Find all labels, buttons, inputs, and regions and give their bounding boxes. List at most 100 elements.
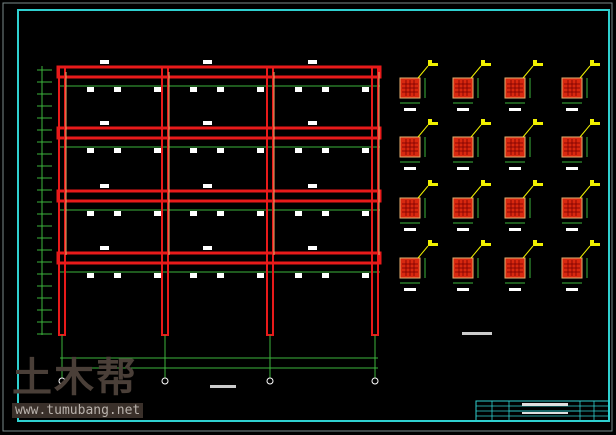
rebar-label: [114, 273, 121, 278]
leader-line: [579, 185, 591, 199]
section-label: [509, 108, 521, 111]
axis-bubble: [266, 377, 274, 385]
leader-line: [579, 65, 591, 79]
rebar-label: [87, 148, 94, 153]
leader-label: [590, 60, 600, 66]
section-label: [509, 228, 521, 231]
leader-line: [470, 185, 482, 199]
leader-line: [522, 124, 534, 138]
rebar-label: [322, 148, 329, 153]
beam: [56, 251, 382, 265]
rebar-label: [295, 211, 302, 216]
rebar-label: [295, 273, 302, 278]
section-label: [404, 228, 416, 231]
rebar-label: [362, 87, 369, 92]
beam-label: [203, 60, 212, 64]
leader-label: [428, 60, 438, 66]
inner-border: [17, 9, 610, 422]
rebar-label: [295, 87, 302, 92]
section-label: [404, 167, 416, 170]
leader-line: [522, 65, 534, 79]
leader-label: [533, 240, 543, 246]
rebar-label: [217, 273, 224, 278]
beam-label: [100, 121, 109, 125]
section-label: [566, 228, 578, 231]
rebar-label: [190, 211, 197, 216]
leader-line: [470, 245, 482, 259]
leader-line: [579, 124, 591, 138]
leader-label: [428, 119, 438, 125]
leader-line: [417, 185, 429, 199]
leader-label: [481, 180, 491, 186]
section-label: [457, 228, 469, 231]
title-block-text: [522, 403, 568, 406]
section-label: [509, 288, 521, 291]
rebar-label: [190, 87, 197, 92]
rebar-label: [257, 87, 264, 92]
axis-bubble: [58, 377, 66, 385]
watermark-url: www.tumubang.net: [12, 403, 144, 418]
leader-label: [428, 240, 438, 246]
leader-line: [417, 245, 429, 259]
rebar-label: [295, 148, 302, 153]
leader-line: [579, 245, 591, 259]
rebar-label: [322, 87, 329, 92]
beam-label: [203, 184, 212, 188]
rebar-label: [154, 273, 161, 278]
leader-label: [590, 119, 600, 125]
beam-label: [203, 246, 212, 250]
beam: [56, 189, 382, 203]
leader-line: [417, 124, 429, 138]
leader-label: [533, 119, 543, 125]
leader-line: [470, 124, 482, 138]
beam-label: [203, 121, 212, 125]
section-label: [404, 108, 416, 111]
rebar-label: [190, 148, 197, 153]
leader-label: [590, 180, 600, 186]
section-label: [566, 167, 578, 170]
rebar-label: [87, 87, 94, 92]
beam: [56, 126, 382, 140]
axis-bubble: [161, 377, 169, 385]
rebar-label: [322, 211, 329, 216]
rebar-label: [114, 87, 121, 92]
rebar-label: [257, 148, 264, 153]
rebar-label: [362, 273, 369, 278]
rebar-label: [257, 273, 264, 278]
leader-label: [533, 60, 543, 66]
section-label: [457, 108, 469, 111]
beam-label: [308, 246, 317, 250]
rebar-label: [217, 148, 224, 153]
beam-label: [100, 60, 109, 64]
leader-line: [522, 245, 534, 259]
section-label: [457, 288, 469, 291]
rebar-label: [87, 273, 94, 278]
beam-label: [308, 184, 317, 188]
section-label: [566, 288, 578, 291]
rebar-label: [362, 148, 369, 153]
rebar-label: [217, 87, 224, 92]
rebar-label: [257, 211, 264, 216]
title-block-text: [522, 412, 568, 414]
leader-label: [533, 180, 543, 186]
section-label: [509, 167, 521, 170]
rebar-label: [87, 211, 94, 216]
rebar-label: [114, 211, 121, 216]
rebar-label: [322, 273, 329, 278]
rebar-label: [190, 273, 197, 278]
leader-label: [481, 240, 491, 246]
axis-bubble: [371, 377, 379, 385]
leader-label: [428, 180, 438, 186]
section-label: [457, 167, 469, 170]
elevation-title: [210, 385, 236, 388]
leader-line: [522, 185, 534, 199]
beam-label: [308, 60, 317, 64]
beam: [56, 65, 382, 79]
leader-line: [470, 65, 482, 79]
watermark-logo: 土木帮: [12, 355, 138, 401]
rebar-label: [217, 211, 224, 216]
beam-label: [308, 121, 317, 125]
section-label: [404, 288, 416, 291]
rebar-label: [114, 148, 121, 153]
